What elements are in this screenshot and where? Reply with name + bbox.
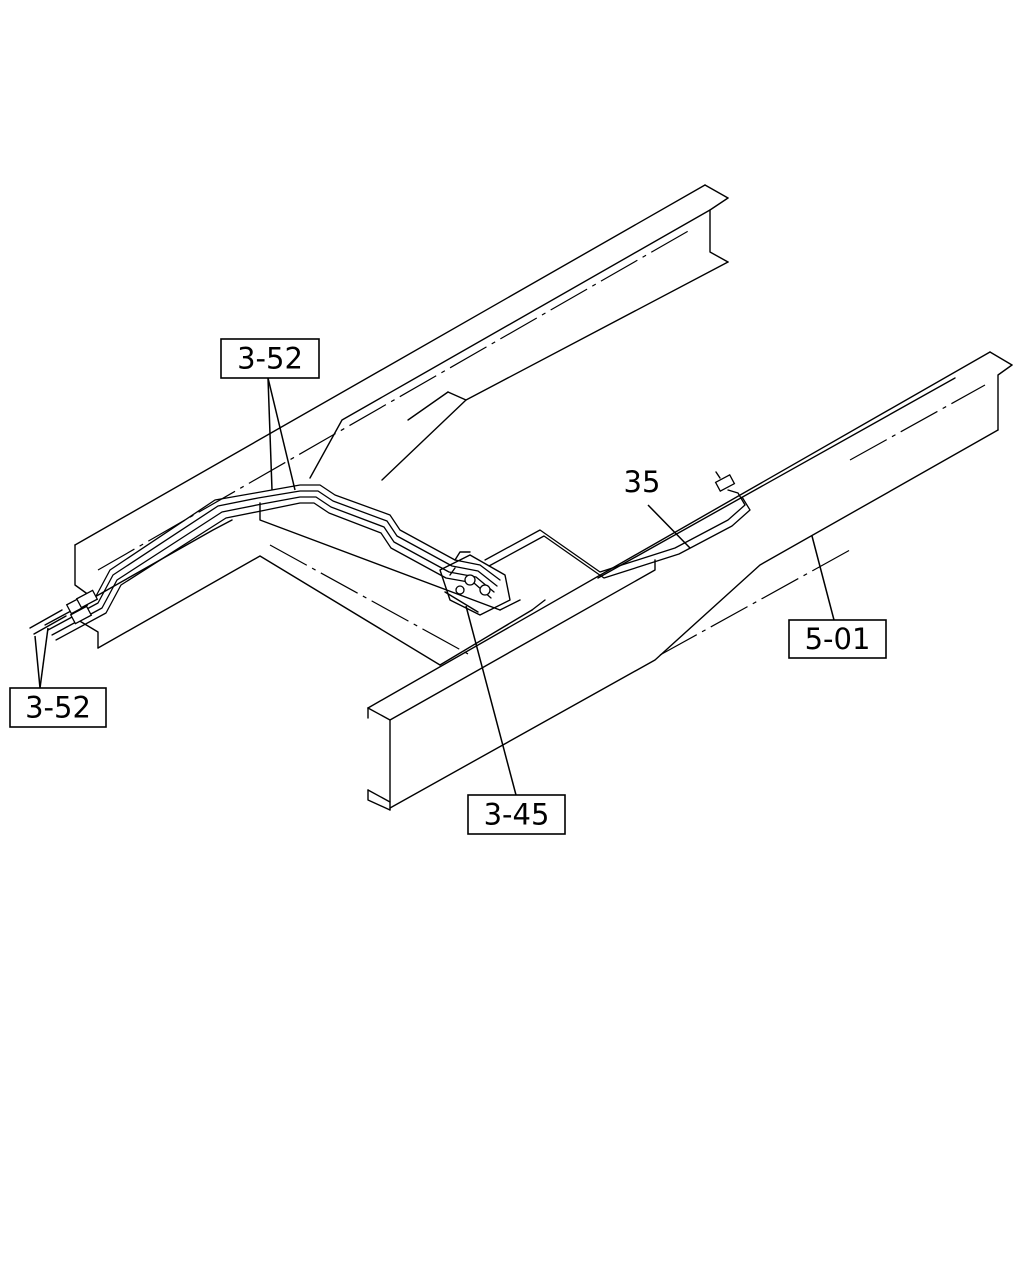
junction-block bbox=[439, 551, 511, 616]
cross-member bbox=[77, 502, 501, 666]
callout-5-01: 5-01 bbox=[788, 619, 887, 659]
left-fitting-3 bbox=[69, 605, 93, 625]
callout-label: 3-52 bbox=[25, 691, 91, 725]
callout-label: 5-01 bbox=[805, 622, 871, 656]
fittings bbox=[29, 471, 736, 635]
callout-3-45: 3-45 bbox=[467, 794, 566, 835]
upper-frame-rail bbox=[74, 184, 729, 599]
part-number-35: 35 bbox=[624, 465, 661, 499]
leader-lines bbox=[34, 377, 835, 796]
lower-frame-rail bbox=[367, 351, 1013, 811]
left-fitting-2 bbox=[75, 589, 99, 609]
right-fitting bbox=[714, 473, 736, 493]
brake-pipes bbox=[44, 484, 751, 641]
callout-label: 3-45 bbox=[484, 798, 550, 832]
callout-3-52-top: 3-52 bbox=[220, 338, 320, 379]
callout-3-52-left: 3-52 bbox=[9, 687, 107, 728]
callout-label: 3-52 bbox=[237, 342, 303, 376]
